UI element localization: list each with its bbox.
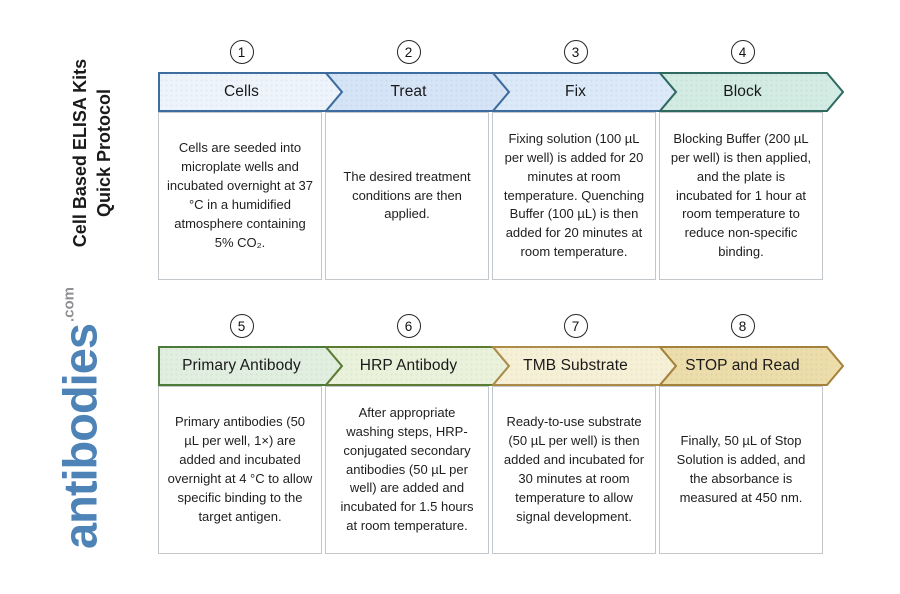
step-description-box: Cells are seeded into microplate wells a… — [158, 112, 322, 280]
step-banner-shape — [657, 346, 844, 386]
antibodies-logo: antibodies .com — [53, 286, 107, 550]
step-banner-shape — [657, 72, 844, 112]
step-description-text: Fixing solution (100 µL per well) is add… — [503, 131, 645, 260]
step-banner-label: Treat — [390, 83, 427, 100]
logo-wordmark: antibodies — [53, 323, 107, 550]
step-description-box: Ready-to-use substrate (50 µL per well) … — [492, 386, 656, 554]
step-number-badge: 6 — [396, 314, 421, 338]
step-description-row: Primary antibodies (50 µL per well, 1×) … — [158, 386, 848, 554]
logo-suffix: .com — [60, 286, 78, 322]
step-banner-row: Primary Antibody HRP Antibody TMB Substr… — [158, 346, 848, 386]
protocol-row-1: 1 2 3 4 Cells Treat Fix Block — [158, 40, 848, 280]
step-number-row: 1 2 3 4 — [158, 40, 848, 65]
step-banner-label: HRP Antibody — [359, 357, 458, 374]
page-title-line1: Cell Based ELISA Kits — [70, 58, 91, 248]
step-number-badge: 8 — [730, 314, 755, 338]
step-description-text: After appropriate washing steps, HRP-con… — [340, 405, 474, 534]
step-banner-label: STOP and Read — [685, 357, 800, 374]
step-banner-label: Fix — [565, 83, 586, 100]
step-description-box: After appropriate washing steps, HRP-con… — [325, 386, 489, 554]
banner-label-row: Primary Antibody HRP Antibody TMB Substr… — [158, 346, 827, 386]
step-number-badge: 7 — [563, 314, 588, 338]
step-description-text: Cells are seeded into microplate wells a… — [167, 140, 313, 250]
page-title-line2: Quick Protocol — [94, 88, 114, 218]
step-description-box: Primary antibodies (50 µL per well, 1×) … — [158, 386, 322, 554]
step-description-text: Finally, 50 µL of Stop Solution is added… — [676, 433, 806, 505]
protocol-steps: 1 2 3 4 Cells Treat Fix Block — [158, 40, 848, 554]
step-description-box: The desired treatment conditions are the… — [325, 112, 489, 280]
step-banner-row: Cells Treat Fix Block — [158, 72, 848, 112]
step-banner-label: Cells — [224, 83, 259, 100]
step-number-badge: 3 — [563, 40, 588, 64]
step-description-text: Primary antibodies (50 µL per well, 1×) … — [167, 414, 313, 524]
step-description-box: Fixing solution (100 µL per well) is add… — [492, 112, 656, 280]
step-banner-label: Block — [723, 83, 762, 100]
step-number-badge: 1 — [229, 40, 254, 64]
step-number-badge: 5 — [229, 314, 254, 338]
step-number-badge: 4 — [730, 40, 755, 64]
step-description-text: Ready-to-use substrate (50 µL per well) … — [503, 414, 645, 524]
step-banner-label: Primary Antibody — [182, 357, 301, 374]
protocol-row-2: 5 6 7 8 Primary Antibody HRP Antibody TM… — [158, 314, 848, 554]
step-description-text: The desired treatment conditions are the… — [343, 168, 471, 222]
step-number-row: 5 6 7 8 — [158, 314, 848, 339]
step-banner-label: TMB Substrate — [523, 357, 628, 374]
banner-arrows — [158, 346, 844, 386]
step-description-box: Blocking Buffer (200 µL per well) is the… — [659, 112, 823, 280]
step-description-box: Finally, 50 µL of Stop Solution is added… — [659, 386, 823, 554]
banner-arrows — [158, 72, 844, 112]
banner-label-row: Cells Treat Fix Block — [158, 72, 827, 112]
step-number-badge: 2 — [396, 40, 421, 64]
step-description-row: Cells are seeded into microplate wells a… — [158, 112, 848, 280]
step-description-text: Blocking Buffer (200 µL per well) is the… — [670, 131, 812, 260]
page-title: Cell Based ELISA Kits Quick Protocol — [69, 59, 117, 247]
